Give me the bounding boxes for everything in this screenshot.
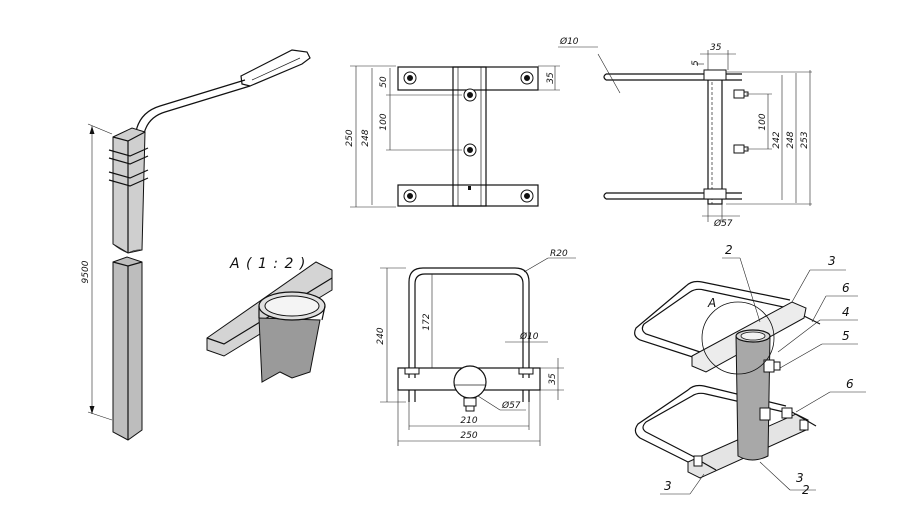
iso-callout-5: 5: [842, 329, 850, 343]
front-dim-248: 248: [361, 129, 371, 146]
iso-callout-3-bottom-right: 3: [796, 471, 804, 485]
top-dim-tube-dia: Ø57: [501, 400, 521, 411]
top-dim-210: 210: [460, 416, 477, 426]
side-tube: [707, 71, 723, 205]
side-dim-35: 35: [710, 43, 722, 53]
front-dim-100: 100: [379, 113, 389, 130]
side-dim-tube-dia: Ø57: [713, 218, 733, 229]
front-view: 250 248 50 100 35: [345, 65, 560, 208]
bracket-arm: [142, 85, 251, 160]
side-dim-100: 100: [758, 113, 768, 130]
top-dim-240: 240: [376, 327, 386, 344]
iso-callout-3-bottom-left: 3: [664, 479, 672, 493]
iso-callout-6-upper: 6: [842, 281, 850, 295]
iso-detail-circle: [701, 301, 775, 375]
front-dim-35: 35: [546, 72, 556, 84]
iso-tube: [735, 335, 771, 461]
front-dim-250: 250: [345, 129, 355, 146]
iso-callout-a: A: [707, 296, 716, 310]
iso-lower-ubolt: [634, 384, 787, 469]
iso-callout-4: 4: [842, 305, 850, 319]
iso-callout-3-top: 3: [828, 254, 836, 268]
detail-title: A ( 1 : 2 ): [229, 256, 306, 272]
iso-callout-2-top: 2: [725, 243, 733, 257]
iso-callout-6-lower: 6: [846, 377, 854, 391]
top-dim-172: 172: [422, 313, 432, 330]
isometric-view: A 2 3 6 4 5 6 3 3 2: [634, 243, 866, 497]
iso-upper-ubolt: [634, 280, 791, 363]
side-dim-248: 248: [786, 131, 796, 148]
luminaire-head: [240, 49, 311, 87]
front-dim-50: 50: [379, 76, 389, 88]
top-ubolt: [408, 267, 530, 378]
side-dim-242: 242: [772, 131, 782, 148]
front-top-bracket: [397, 66, 539, 91]
front-bottom-bracket: [397, 184, 539, 207]
iso-callout-2-bottom: 2: [802, 483, 810, 497]
side-dim-253: 253: [800, 131, 810, 148]
pole-upper-segment: [112, 127, 146, 254]
pole-height-dim: 9500: [81, 260, 91, 283]
side-dim-5: 5: [691, 60, 701, 66]
side-dim-rod-dia: Ø10: [559, 36, 579, 47]
side-view: Ø10 35 5 100 242 248 253 Ø57: [558, 36, 812, 229]
top-dim-rod-dia: Ø10: [519, 331, 539, 342]
top-view: R20 240 172 Ø10 35 Ø57 210 250: [376, 249, 576, 446]
detail-view-a: A ( 1 : 2 ): [206, 256, 333, 383]
top-dim-250: 250: [460, 431, 477, 441]
top-tube: [453, 365, 487, 399]
top-dim-35: 35: [548, 373, 558, 385]
top-dim-r20: R20: [550, 249, 568, 259]
detail-tube: [258, 317, 321, 383]
pole-view: 9500: [81, 49, 311, 441]
